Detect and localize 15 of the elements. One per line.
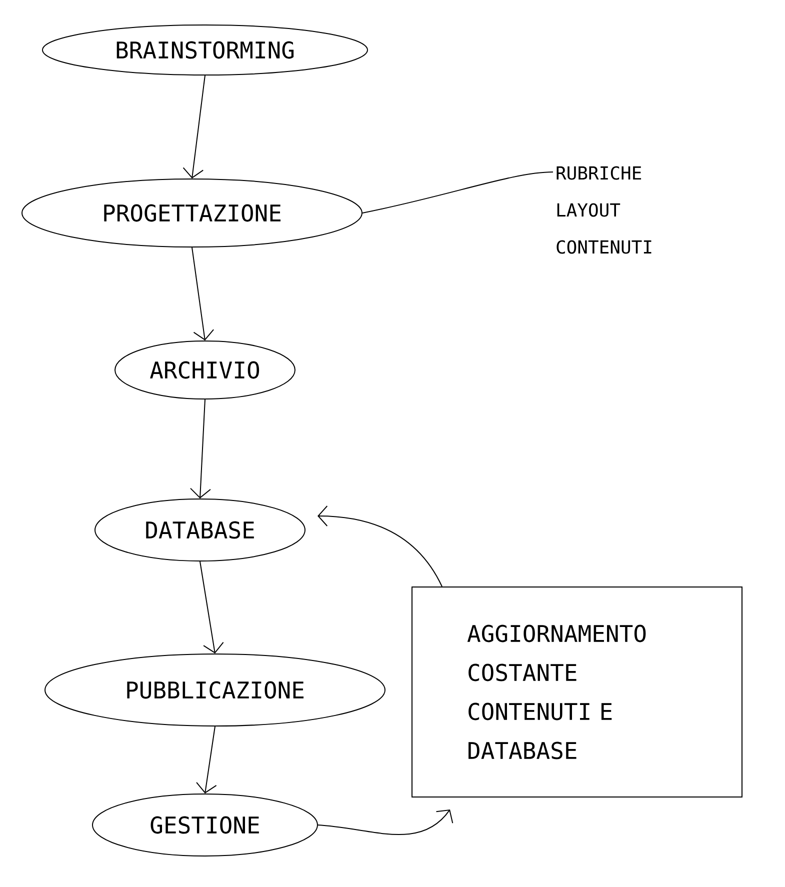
ellipse-node: DATABASE <box>94 498 306 562</box>
ellipse-node: GESTIONE <box>92 794 318 856</box>
text-box: AGGIORNAMENTO COSTANTE CONTENUTI E DATABASE <box>412 586 742 798</box>
arrow <box>190 399 211 498</box>
text-list: RUBRICHE LAYOUT CONTENUTI <box>556 166 652 254</box>
arrow <box>182 75 206 178</box>
ellipse-node: BRAINSTORMING <box>42 24 368 76</box>
arrow <box>196 726 217 794</box>
arrow <box>200 561 224 654</box>
arrow <box>318 810 454 835</box>
ellipse-node: ARCHIVIO <box>114 340 296 400</box>
ellipse-node: PROGETTAZIONE <box>22 178 362 248</box>
arrow <box>192 247 214 340</box>
ellipse-node: PUBBLICAZIONE <box>44 654 386 726</box>
arrow <box>318 506 442 587</box>
